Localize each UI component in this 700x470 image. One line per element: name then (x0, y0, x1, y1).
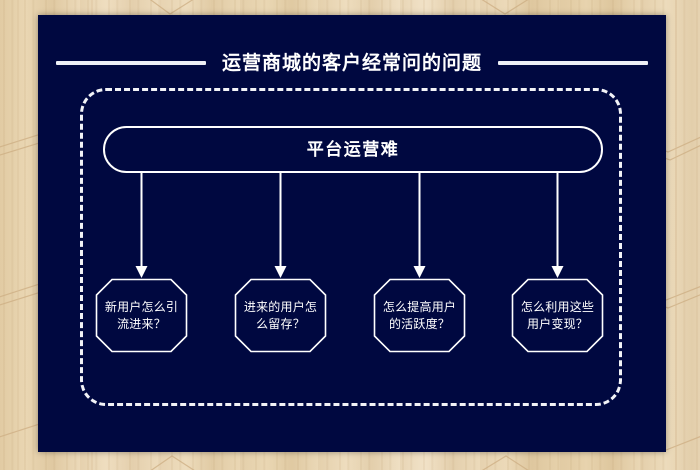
page-title: 运营商城的客户经常问的问题 (221, 52, 482, 74)
dashed-container (80, 88, 622, 406)
leaf-node-label: 进来的用户怎么留存？ (243, 300, 318, 331)
octagon-outline-icon (234, 278, 327, 353)
title-rule-left (55, 61, 206, 65)
title-rule-right (498, 61, 648, 65)
leaf-node-label: 新用户怎么引流进来？ (104, 300, 179, 331)
octagon-outline-icon (95, 278, 188, 353)
leaf-node-label: 怎么利用这些用户变现？ (520, 300, 595, 331)
title-row: 运营商城的客户经常问的问题 (38, 46, 666, 80)
octagon-outline-icon (511, 278, 604, 353)
leaf-node-label: 怎么提高用户的活跃度？ (382, 300, 457, 331)
octagon-outline-icon (373, 278, 466, 353)
leaf-node-2[interactable]: 进来的用户怎么留存？ (234, 278, 327, 353)
navy-panel: 运营商城的客户经常问的问题 平台运营难 (38, 15, 666, 452)
leaf-node-3[interactable]: 怎么提高用户的活跃度？ (373, 278, 466, 353)
leaf-node-4[interactable]: 怎么利用这些用户变现？ (511, 278, 604, 353)
leaf-node-1[interactable]: 新用户怎么引流进来？ (95, 278, 188, 353)
root-node[interactable]: 平台运营难 (103, 126, 603, 173)
root-node-label: 平台运营难 (306, 140, 400, 159)
